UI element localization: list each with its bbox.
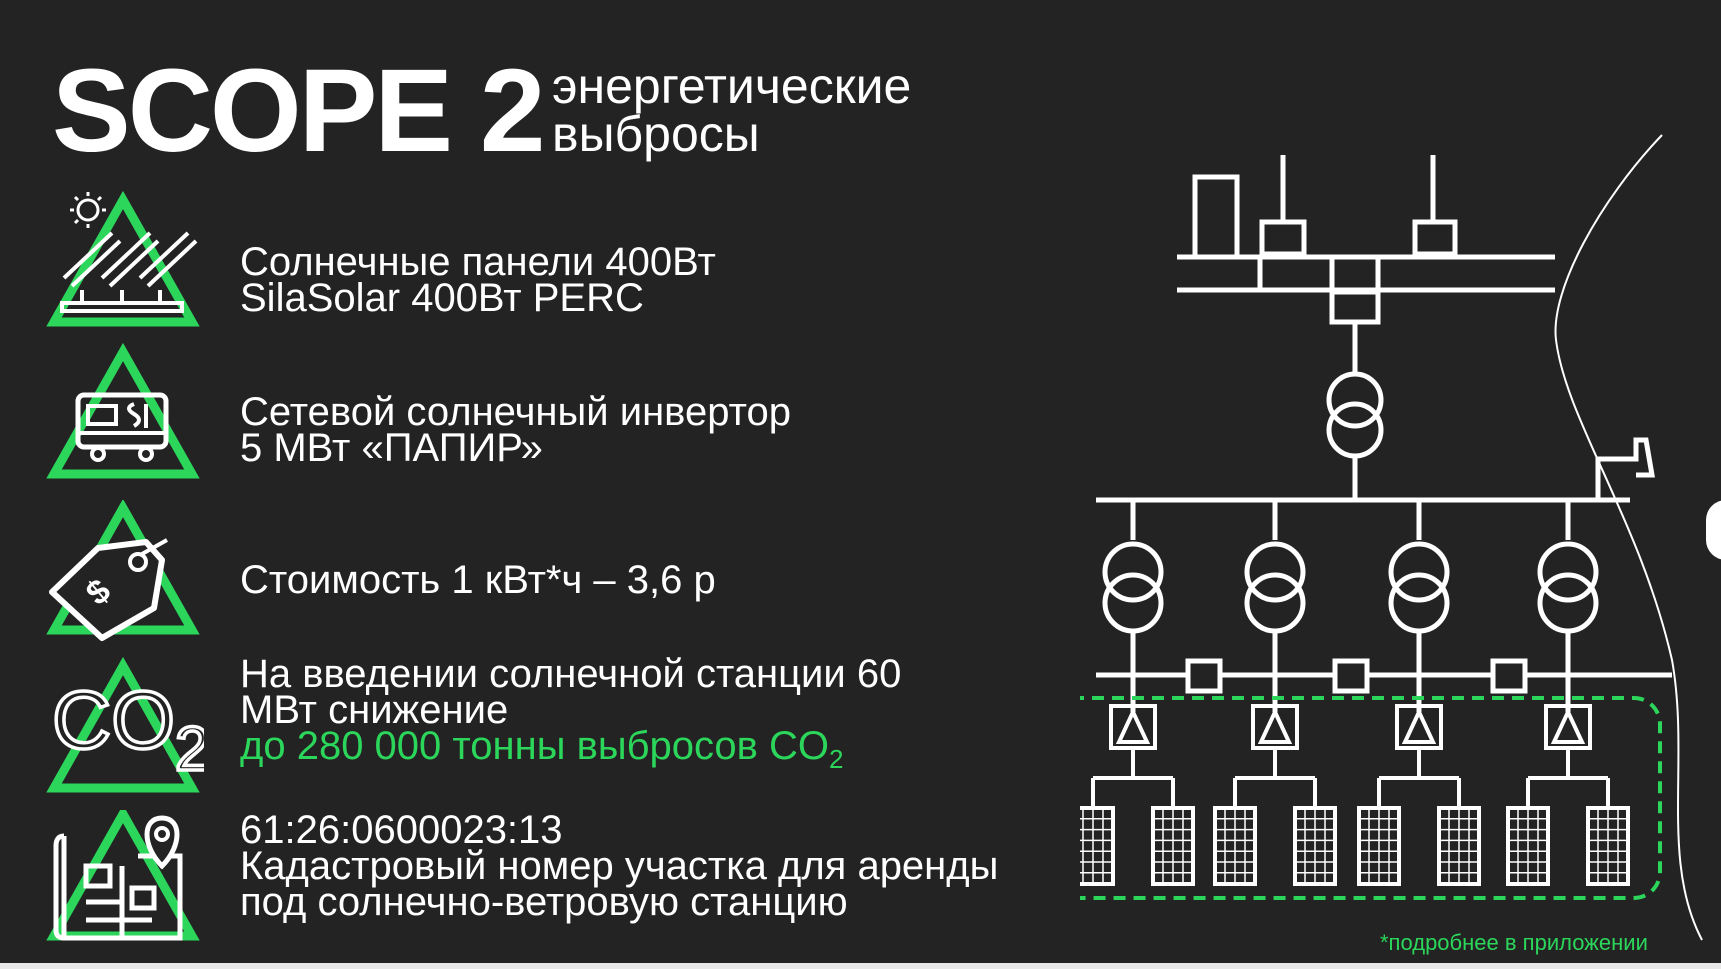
solar-panel-icon xyxy=(1506,806,1550,886)
co2-highlight-subscript: 2 xyxy=(829,744,844,774)
subtitle-line-1: энергетические xyxy=(552,58,912,114)
solar-array-group xyxy=(1080,696,1662,900)
solar-panel-icon xyxy=(1080,806,1115,886)
item-line: SilaSolar 400Вт PERC xyxy=(240,276,644,320)
transformer-icon xyxy=(1102,541,1164,603)
item-line: 5 МВт «ПАПИР» xyxy=(240,426,543,470)
item-line: Сетевой солнечный инвертор xyxy=(240,390,791,434)
item-line: МВт снижение xyxy=(240,688,509,732)
footnote: *подробнее в приложении xyxy=(1380,930,1648,955)
co2-icon-subscript: 2 xyxy=(175,715,204,784)
item-line: Кадастровый номер участка для аренды xyxy=(240,844,999,888)
item-line: Стоимость 1 кВт*ч – 3,6 р xyxy=(240,558,716,602)
solar-panels-icon xyxy=(42,178,204,328)
item-price: Стоимость 1 кВт*ч – 3,6 р xyxy=(240,558,716,602)
inverter-icon xyxy=(42,340,204,490)
page-subtitle: энергетические выбросы xyxy=(552,58,912,162)
solar-panel-icon xyxy=(1357,806,1401,886)
co2-highlight: до 280 000 тонны выбросов CO2 xyxy=(240,726,901,777)
item-cadastral: 61:26:0600023:13 Кадастровый номер участ… xyxy=(240,808,999,924)
solar-panel-icon xyxy=(1151,806,1195,886)
bottom-strip xyxy=(0,963,1721,969)
solar-panel-icon xyxy=(1213,806,1257,886)
transformer-icon xyxy=(1244,541,1306,603)
co2-icon: CO2 xyxy=(42,656,211,806)
page-title: SCOPE 2 xyxy=(52,45,546,177)
transformer-icon xyxy=(1388,541,1450,603)
solar-panel-icon xyxy=(1293,806,1337,886)
co2-highlight-text: до 280 000 тонны выбросов CO xyxy=(240,724,830,768)
land-map-icon xyxy=(42,804,204,960)
subtitle-line-2: выбросы xyxy=(552,106,760,162)
svg-text:CO2: CO2 xyxy=(52,675,204,784)
price-tag-icon: $ xyxy=(42,498,204,650)
power-grid-diagram xyxy=(1080,134,1703,941)
item-co2-reduction: На введении солнечной станции 60 МВт сни… xyxy=(240,652,902,777)
item-line: Солнечные панели 400Вт xyxy=(240,240,716,284)
item-line: На введении солнечной станции 60 xyxy=(240,652,902,696)
item-inverter: Сетевой солнечный инвертор 5 МВт «ПАПИР» xyxy=(240,390,791,470)
transformer-icon xyxy=(1537,541,1599,603)
item-line: 61:26:0600023:13 xyxy=(240,808,563,852)
scroll-handle[interactable] xyxy=(1706,500,1721,560)
solar-panel-icon xyxy=(1437,806,1481,886)
co2-icon-label: CO xyxy=(52,675,175,766)
item-solar-panels: Солнечные панели 400Вт SilaSolar 400Вт P… xyxy=(240,240,716,320)
solar-panel-icon xyxy=(1586,806,1630,886)
item-line: под солнечно-ветровую станцию xyxy=(240,880,848,924)
